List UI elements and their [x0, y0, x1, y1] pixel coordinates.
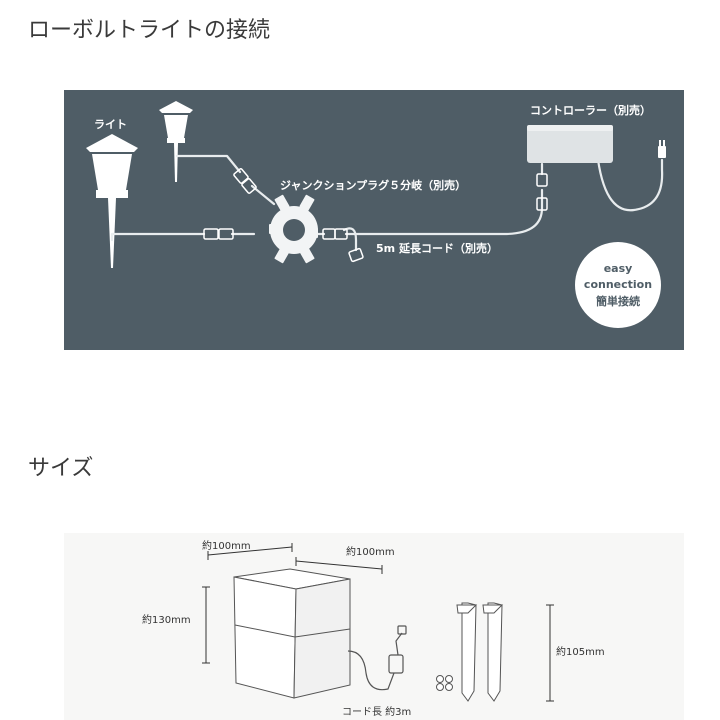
cube-light-icon [233, 568, 351, 699]
connection-diagram: ライト コントローラー（別売） ジャンクションプラグ５分岐（別売） 5m 延長コ… [64, 90, 684, 350]
cube-cord-icon [347, 625, 407, 691]
cube-depth-label: 約100mm [346, 545, 395, 558]
dimension-lines [202, 543, 554, 702]
cable-connectors [203, 168, 548, 263]
junction-plug-icon [269, 194, 318, 264]
size-section-title: サイズ [28, 456, 94, 481]
extension-cord-label: 5m 延長コード（別売） [376, 241, 498, 255]
controller-icon [527, 125, 666, 163]
size-diagram: 約100mm 約100mm 約130mm コード長 約3m 約105mm [64, 533, 684, 720]
small-light-icon [159, 101, 193, 182]
light-label: ライト [94, 118, 127, 131]
junction-plug-label: ジャンクションプラグ５分岐（別売） [280, 178, 466, 192]
connection-section-title: ローボルトライトの接続 [28, 18, 271, 43]
size-diagram-graphic: 約100mm 約100mm 約130mm コード長 約3m 約105mm [142, 539, 605, 718]
badge-line-connection: connection [584, 278, 652, 291]
cube-height-label: 約130mm [142, 613, 191, 626]
badge-line-japanese: 簡単接続 [596, 294, 640, 308]
badge-line-easy: easy [604, 262, 633, 275]
large-light-icon [86, 134, 138, 268]
cube-width-label: 約100mm [202, 539, 251, 552]
controller-label: コントローラー（別売） [530, 103, 651, 117]
easy-connection-badge [575, 242, 661, 328]
cord-length-label: コード長 約3m [342, 705, 411, 718]
stake-height-label: 約105mm [556, 645, 605, 658]
stake-icons [436, 602, 504, 702]
cables [110, 150, 664, 252]
connection-diagram-graphic: ライト コントローラー（別売） ジャンクションプラグ５分岐（別売） 5m 延長コ… [86, 101, 666, 328]
